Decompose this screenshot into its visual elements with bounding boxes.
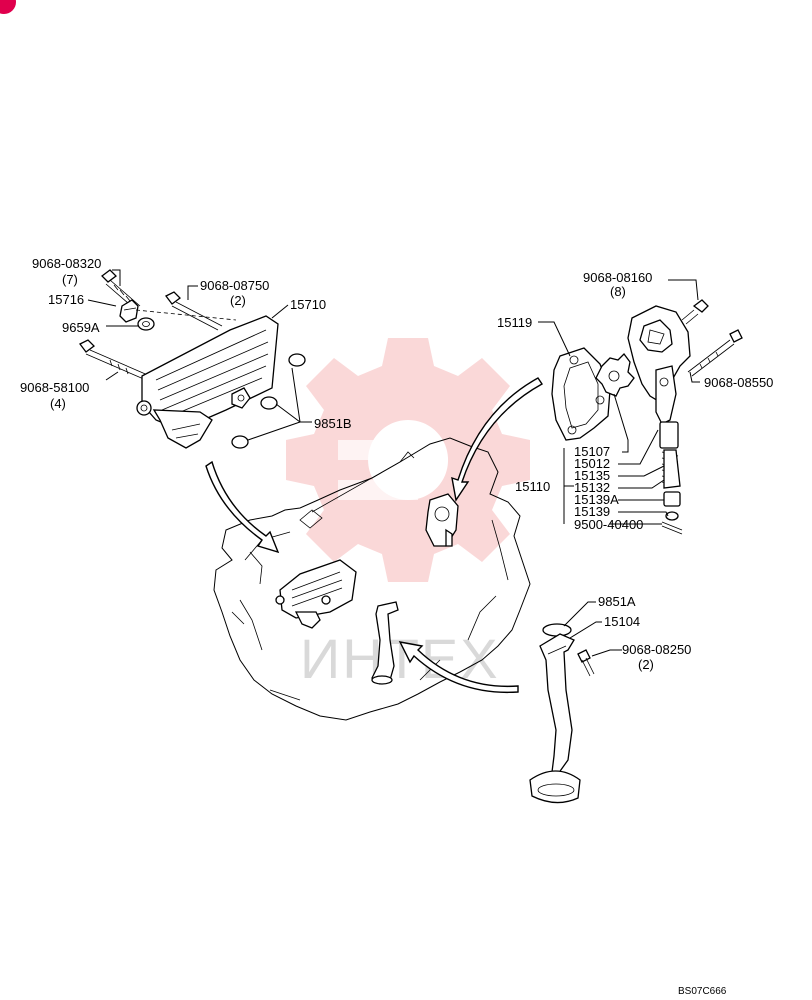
gasket-9851a bbox=[542, 623, 572, 637]
label-9068-08160-qty: (8) bbox=[610, 284, 626, 299]
gear-15107 bbox=[595, 353, 635, 397]
bolt-9068-08750 bbox=[165, 291, 223, 331]
label-9068-58100: 9068-58100 bbox=[20, 380, 89, 395]
corner-badge-icon bbox=[0, 0, 16, 14]
watermark-logo: ИНТЕХ bbox=[286, 338, 530, 690]
label-9068-08250-qty: (2) bbox=[638, 657, 654, 672]
o-ring-9851b-a bbox=[288, 353, 306, 367]
label-15119: 15119 bbox=[497, 315, 532, 330]
leader-lines bbox=[87, 269, 700, 657]
plug-15716 bbox=[119, 299, 139, 323]
label-15710: 15710 bbox=[290, 297, 326, 312]
pin-9500-40400 bbox=[661, 521, 683, 535]
oil-cooler-on-engine bbox=[275, 559, 357, 629]
label-15132: 15132 bbox=[574, 480, 610, 495]
oil-cooler-assembly bbox=[79, 269, 306, 449]
gasket-9659a bbox=[137, 317, 155, 331]
strainer-assembly bbox=[529, 623, 595, 804]
label-15139a: 15139A bbox=[574, 492, 619, 507]
strainer-15104 bbox=[529, 633, 581, 804]
plunger-15012 bbox=[659, 421, 679, 449]
bolt-9068-08550 bbox=[687, 329, 743, 377]
label-9068-58100-qty: (4) bbox=[50, 396, 66, 411]
drawing-code: BS07C666 bbox=[678, 986, 727, 997]
label-9659a: 9659A bbox=[62, 320, 100, 335]
pump-body-15110 bbox=[627, 305, 691, 425]
label-15107: 15107 bbox=[574, 444, 610, 459]
label-9068-08320: 9068-08320 bbox=[32, 256, 101, 271]
bolt-9068-08160 bbox=[681, 299, 709, 325]
o-ring-9851b-b bbox=[260, 396, 278, 410]
label-9068-08550: 9068-08550 bbox=[704, 375, 773, 390]
label-9068-08750-qty: (2) bbox=[230, 293, 246, 308]
watermark-gear-icon bbox=[286, 338, 530, 582]
label-15104: 15104 bbox=[604, 614, 640, 629]
label-9851b: 9851B bbox=[314, 416, 352, 431]
oil-cooler-15710 bbox=[136, 315, 279, 449]
label-15139: 15139 bbox=[574, 504, 610, 519]
label-15135: 15135 bbox=[574, 468, 610, 483]
spring-15132 bbox=[663, 449, 681, 489]
bolt-9068-58100 bbox=[79, 339, 151, 381]
bolt-9068-08250 bbox=[577, 649, 595, 677]
arrow-to-oil-pump bbox=[451, 377, 544, 502]
gasket-15119 bbox=[551, 347, 611, 441]
label-9068-08160: 9068-08160 bbox=[583, 270, 652, 285]
washer-15139 bbox=[665, 511, 679, 521]
oil-pump-on-engine bbox=[425, 493, 459, 547]
part-labels: 9068-08320 (7) 15716 9659A 9068-58100 (4… bbox=[20, 256, 773, 672]
o-ring-9851b-c bbox=[231, 435, 249, 449]
arrow-to-strainer bbox=[398, 641, 519, 694]
label-15012: 15012 bbox=[574, 456, 610, 471]
arrow-to-oil-cooler bbox=[205, 460, 280, 554]
seat-15139a bbox=[663, 491, 681, 507]
label-9068-08750: 9068-08750 bbox=[200, 278, 269, 293]
assembly-dashed-line bbox=[135, 309, 237, 321]
label-9068-08320-qty: (7) bbox=[62, 272, 78, 287]
label-15716: 15716 bbox=[48, 292, 84, 307]
label-9500-40400: 9500-40400 bbox=[574, 517, 643, 532]
label-9068-08250: 9068-08250 bbox=[622, 642, 691, 657]
label-15110: 15110 bbox=[515, 479, 550, 494]
strainer-on-engine bbox=[371, 601, 399, 685]
oil-pump-assembly bbox=[551, 299, 743, 535]
bolt-9068-08320 bbox=[101, 269, 141, 311]
label-9851a: 9851A bbox=[598, 594, 636, 609]
